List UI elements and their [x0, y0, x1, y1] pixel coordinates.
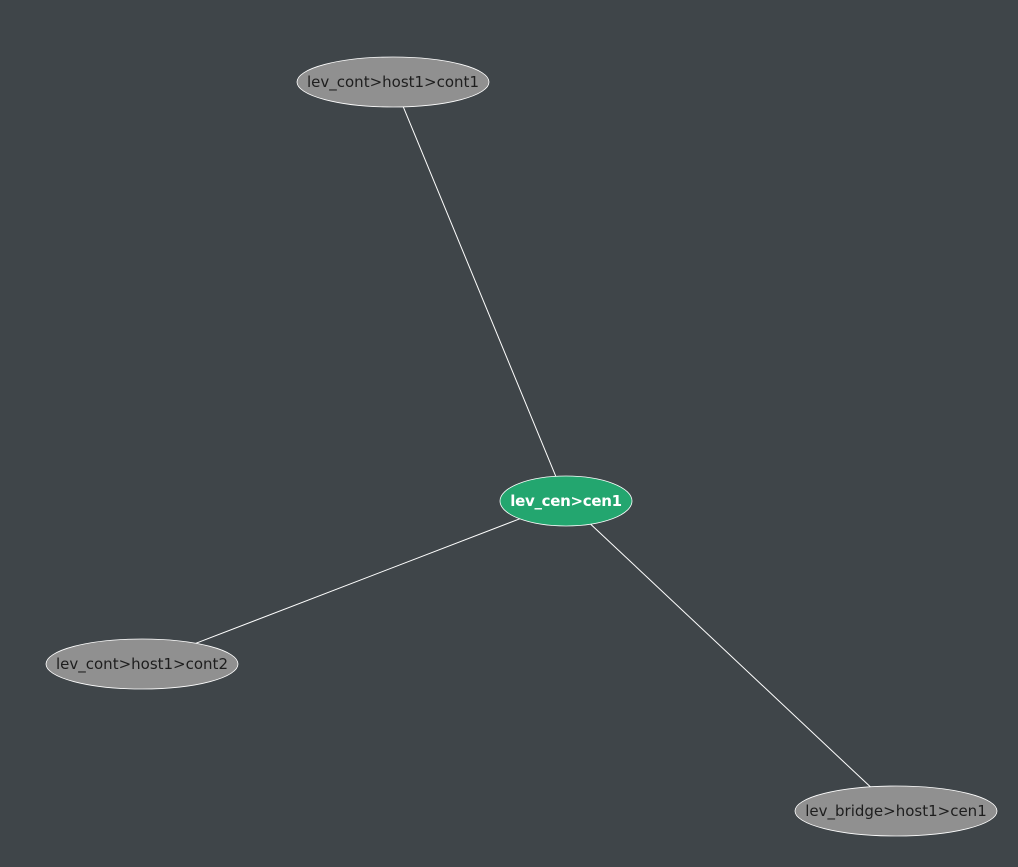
- edge-cen1-bridge: [590, 523, 871, 788]
- nodes-layer: lev_cen>cen1 lev_cont>host1>cont1 lev_cont…: [45, 56, 998, 837]
- node-cont1-label: lev_cont>host1>cont1: [307, 73, 479, 92]
- node-bridge-ellipse[interactable]: [794, 785, 998, 837]
- edges-layer: [195, 106, 871, 788]
- node-cen1-ellipse[interactable]: [499, 475, 633, 527]
- node-cont2[interactable]: lev_cont>host1>cont2: [45, 638, 239, 690]
- node-bridge[interactable]: lev_bridge>host1>cen1: [794, 785, 998, 837]
- node-cen1-label: lev_cen>cen1: [510, 492, 622, 510]
- node-cen1[interactable]: lev_cen>cen1: [499, 475, 633, 527]
- node-bridge-label: lev_bridge>host1>cen1: [805, 802, 987, 821]
- node-cont1[interactable]: lev_cont>host1>cont1: [296, 56, 490, 108]
- node-cont2-label: lev_cont>host1>cont2: [56, 655, 228, 674]
- node-cont2-ellipse[interactable]: [45, 638, 239, 690]
- node-cont1-ellipse[interactable]: [296, 56, 490, 108]
- edge-cen1-cont1: [402, 106, 557, 477]
- edge-cen1-cont2: [195, 518, 520, 644]
